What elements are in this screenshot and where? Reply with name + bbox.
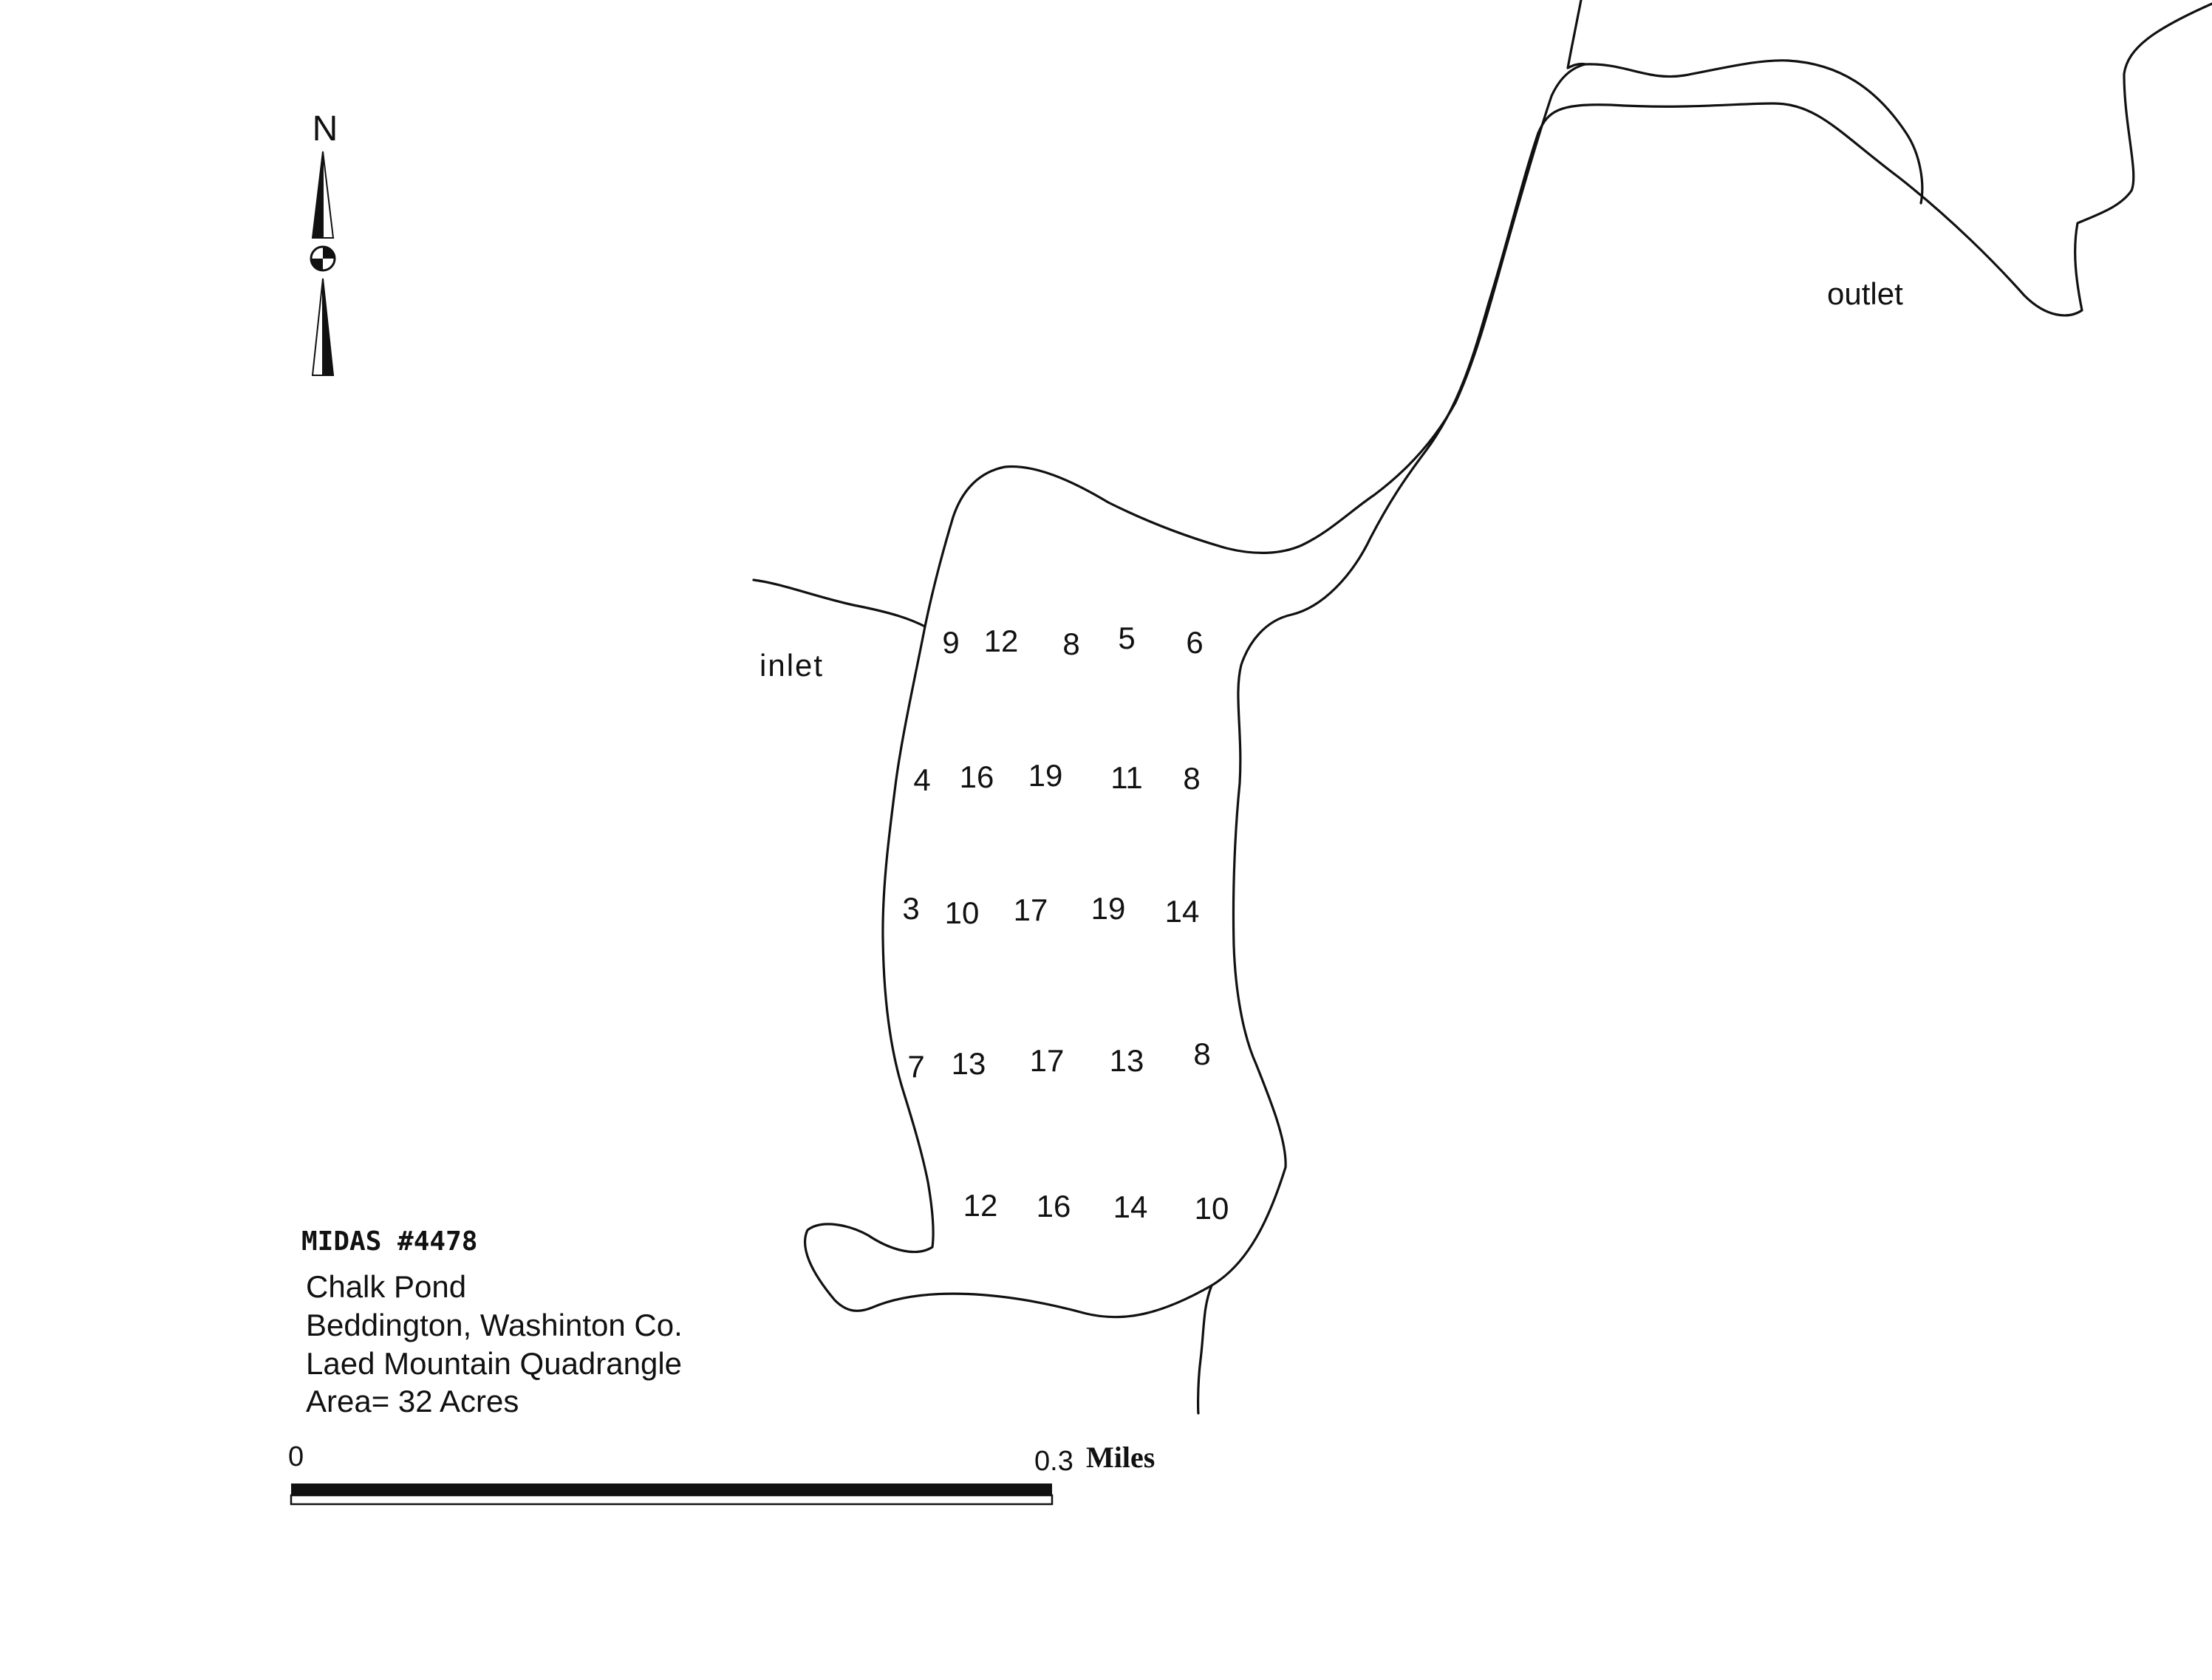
depth-sounding: 17 bbox=[1014, 892, 1048, 927]
midas-id: MIDAS #4478 bbox=[301, 1226, 477, 1257]
depth-sounding: 19 bbox=[1091, 891, 1126, 926]
depth-sounding: 7 bbox=[907, 1049, 924, 1084]
pond-name: Chalk Pond bbox=[306, 1269, 466, 1304]
depth-sounding: 10 bbox=[1195, 1191, 1229, 1226]
depth-sounding: 16 bbox=[960, 759, 994, 794]
depth-sounding: 14 bbox=[1113, 1189, 1148, 1224]
depth-sounding: 9 bbox=[942, 625, 959, 660]
area: Area= 32 Acres bbox=[306, 1384, 519, 1418]
outlet-label: outlet bbox=[1827, 276, 1903, 311]
depth-sounding: 17 bbox=[1030, 1043, 1065, 1078]
inlet-label: inlet bbox=[759, 648, 824, 683]
pond-shoreline-upper bbox=[752, 0, 1924, 628]
pond-shoreline bbox=[804, 2, 2212, 1319]
depth-sounding: 12 bbox=[984, 624, 1019, 658]
scale-bar: 0 0.3 Miles bbox=[288, 1441, 1155, 1506]
depth-sounding: 3 bbox=[902, 891, 919, 926]
depth-sounding: 19 bbox=[1028, 758, 1063, 793]
depth-sounding: 12 bbox=[963, 1188, 998, 1223]
depth-sounding: 13 bbox=[1110, 1043, 1144, 1078]
depth-sounding: 16 bbox=[1037, 1189, 1071, 1223]
depth-sounding: 6 bbox=[1186, 625, 1203, 660]
quadrangle: Laed Mountain Quadrangle bbox=[306, 1346, 682, 1381]
south-stream bbox=[1197, 1284, 1213, 1415]
scale-end-unit: Miles bbox=[1086, 1441, 1155, 1474]
north-arrow-icon bbox=[310, 151, 336, 376]
depth-sounding: 14 bbox=[1165, 894, 1200, 929]
town-county: Beddington, Washinton Co. bbox=[306, 1308, 683, 1342]
depth-sounding: 5 bbox=[1118, 621, 1135, 655]
depth-sounding: 10 bbox=[945, 895, 980, 930]
depth-sounding: 8 bbox=[1193, 1037, 1210, 1071]
depth-sounding: 8 bbox=[1183, 761, 1200, 796]
scale-end-value: 0.3 bbox=[1034, 1446, 1073, 1477]
scale-bar-outline bbox=[290, 1494, 1054, 1506]
north-arrow: N bbox=[310, 109, 338, 376]
scale-start-label: 0 bbox=[288, 1441, 304, 1472]
depth-sounding: 4 bbox=[913, 762, 930, 797]
north-label: N bbox=[313, 109, 338, 148]
scale-bar-filled bbox=[291, 1483, 1052, 1495]
depth-sounding: 8 bbox=[1062, 626, 1079, 661]
depth-soundings: 9 12 8 5 6 4 16 19 11 8 3 10 17 19 14 7 13 17 13 8 12 16 14 10 bbox=[902, 621, 1229, 1226]
depth-sounding: 13 bbox=[952, 1046, 986, 1081]
depth-sounding: 11 bbox=[1110, 760, 1143, 795]
info-block: MIDAS #4478 Chalk Pond Beddington, Washi… bbox=[301, 1226, 683, 1418]
